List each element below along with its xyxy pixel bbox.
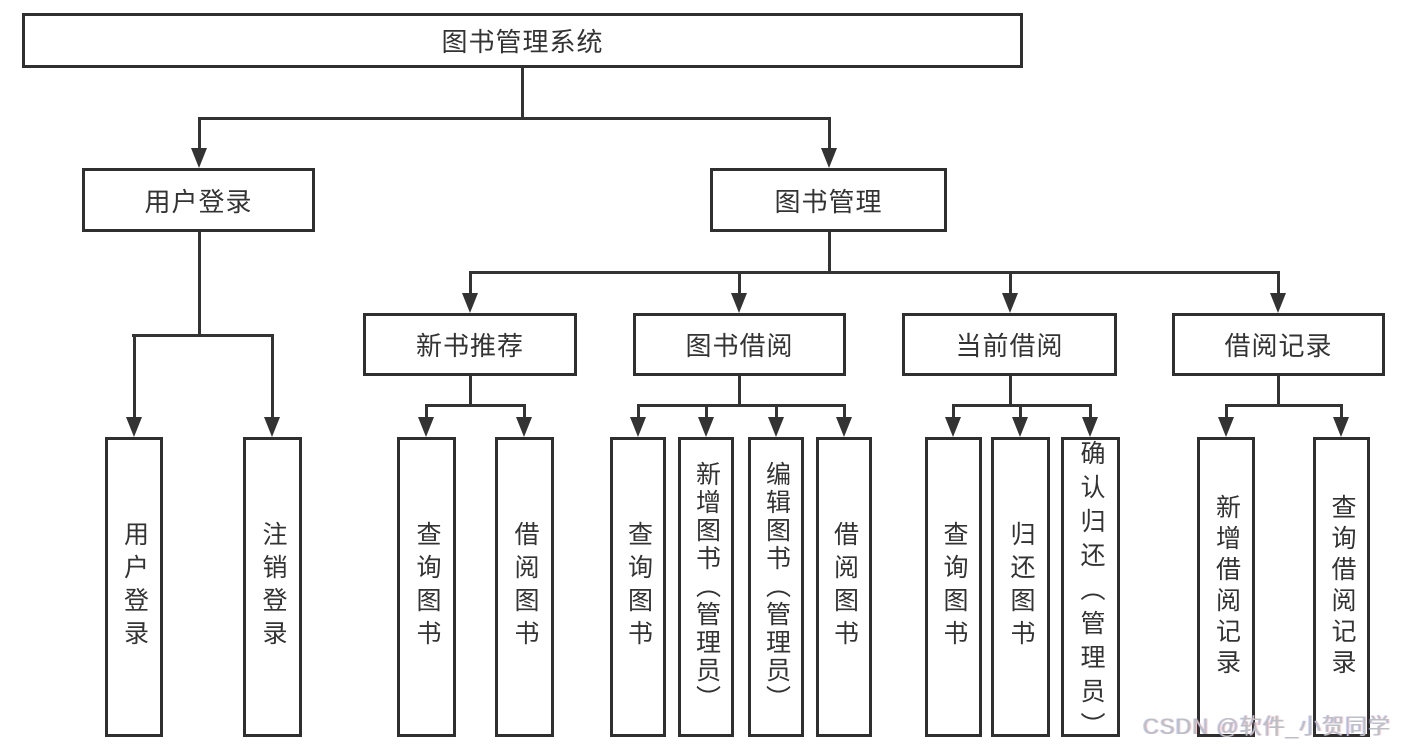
leaf-records-query-record: 查询借阅记录 — [1313, 437, 1370, 737]
connector-drop — [637, 404, 640, 419]
arrow-down-icon — [698, 417, 714, 437]
connector-drop — [198, 117, 201, 152]
arrow-down-icon — [821, 148, 837, 168]
connector-drop — [523, 404, 526, 419]
connector-records-stub — [1277, 376, 1280, 407]
connector-drop — [705, 404, 708, 419]
connector-recommend-stub — [469, 376, 472, 407]
leaf-logout: 注销登录 — [243, 437, 302, 737]
node-label: 图书管理 — [774, 186, 883, 217]
connector-bus-level2 — [198, 117, 831, 120]
connector-drop — [425, 404, 428, 419]
node-label: 新书推荐 — [415, 331, 524, 361]
node-borrowing-records: 借阅记录 — [1172, 313, 1385, 376]
leaf-label: 查询图书 — [413, 521, 441, 653]
node-current-borrowing: 当前借阅 — [902, 313, 1117, 376]
connector-drop — [828, 117, 831, 152]
connector-bus-recommend — [425, 404, 526, 407]
arrow-down-icon — [1333, 417, 1349, 437]
leaf-user-login: 用户登录 — [105, 437, 163, 737]
arrow-down-icon — [1082, 417, 1098, 437]
leaf-recommend-query-book: 查询图书 — [397, 437, 456, 737]
connector-borrowing-stub — [738, 376, 741, 407]
node-label: 图书管理系统 — [441, 27, 604, 57]
connector-drop — [738, 271, 741, 297]
node-label: 图书借阅 — [685, 331, 794, 361]
connector-bus-current — [952, 404, 1092, 407]
arrow-down-icon — [836, 417, 852, 437]
leaf-label: 新增借阅记录 — [1212, 494, 1241, 680]
leaf-recommend-borrow-book: 借阅图书 — [495, 437, 554, 737]
leaf-label: 借阅图书 — [511, 521, 539, 653]
leaf-label: 查询图书 — [624, 521, 653, 653]
arrow-down-icon — [768, 417, 784, 437]
connector-drop — [952, 404, 955, 419]
connector-drop — [1277, 271, 1280, 297]
arrow-down-icon — [731, 293, 747, 313]
node-book-management: 图书管理 — [710, 168, 947, 232]
connector-drop — [133, 334, 136, 419]
connector-root-stub — [521, 68, 524, 120]
node-user-login: 用户登录 — [82, 168, 315, 232]
connector-drop — [1019, 404, 1022, 419]
connector-userlogin-stub — [198, 232, 201, 337]
csdn-watermark: CSDN @软件_小贺同学 — [1142, 714, 1391, 739]
connector-drop — [1225, 404, 1228, 419]
leaf-label: 注销登录 — [259, 521, 287, 653]
connector-drop — [1089, 404, 1092, 419]
arrow-down-icon — [1002, 293, 1018, 313]
connector-drop — [1009, 271, 1012, 297]
leaf-current-return-book: 归还图书 — [991, 437, 1050, 737]
leaf-current-confirm-return: 确认归还（管理员） — [1061, 437, 1120, 746]
arrow-down-icon — [1270, 293, 1286, 313]
arrow-down-icon — [126, 417, 142, 437]
connector-bookmgmt-stub — [828, 232, 831, 274]
arrow-down-icon — [630, 417, 646, 437]
leaf-label: 查询图书 — [940, 521, 968, 653]
connector-bus-userlogin — [132, 334, 274, 337]
leaf-borrowing-borrow-book: 借阅图书 — [816, 437, 872, 737]
leaf-label: 查询借阅记录 — [1328, 494, 1356, 680]
leaf-label: 用户登录 — [120, 521, 149, 653]
leaf-borrowing-edit-book: 编辑图书（管理员） — [748, 437, 804, 737]
connector-bus-level3 — [469, 271, 1280, 274]
leaf-label: 归还图书 — [1007, 521, 1035, 653]
connector-drop — [271, 334, 274, 419]
arrow-down-icon — [418, 417, 434, 437]
arrow-down-icon — [191, 148, 207, 168]
arrow-down-icon — [462, 293, 478, 313]
arrow-down-icon — [1012, 417, 1028, 437]
node-label: 用户登录 — [144, 186, 253, 217]
connector-bus-records — [1225, 404, 1343, 407]
connector-drop — [1340, 404, 1343, 419]
leaf-label: 确认归还（管理员） — [1077, 440, 1105, 746]
connector-drop — [469, 271, 472, 297]
connector-current-stub — [1009, 376, 1012, 407]
arrow-down-icon — [264, 417, 280, 437]
connector-drop — [843, 404, 846, 419]
connector-bus-borrowing — [637, 404, 846, 407]
node-book-borrowing: 图书借阅 — [633, 313, 846, 376]
leaf-borrowing-add-book: 新增图书（管理员） — [678, 437, 734, 737]
leaf-records-add-record: 新增借阅记录 — [1197, 437, 1255, 737]
leaf-label: 新增图书（管理员） — [692, 461, 721, 713]
leaf-borrowing-query-book: 查询图书 — [610, 437, 666, 737]
arrow-down-icon — [516, 417, 532, 437]
leaf-label: 编辑图书（管理员） — [762, 461, 791, 713]
node-label: 借阅记录 — [1224, 331, 1333, 361]
leaf-current-query-book: 查询图书 — [925, 437, 982, 737]
node-new-book-recommend: 新书推荐 — [363, 313, 577, 376]
arrow-down-icon — [945, 417, 961, 437]
arrow-down-icon — [1218, 417, 1234, 437]
node-label: 当前借阅 — [955, 331, 1064, 361]
leaf-label: 借阅图书 — [830, 521, 859, 653]
connector-drop — [775, 404, 778, 419]
node-system-root: 图书管理系统 — [22, 13, 1023, 68]
